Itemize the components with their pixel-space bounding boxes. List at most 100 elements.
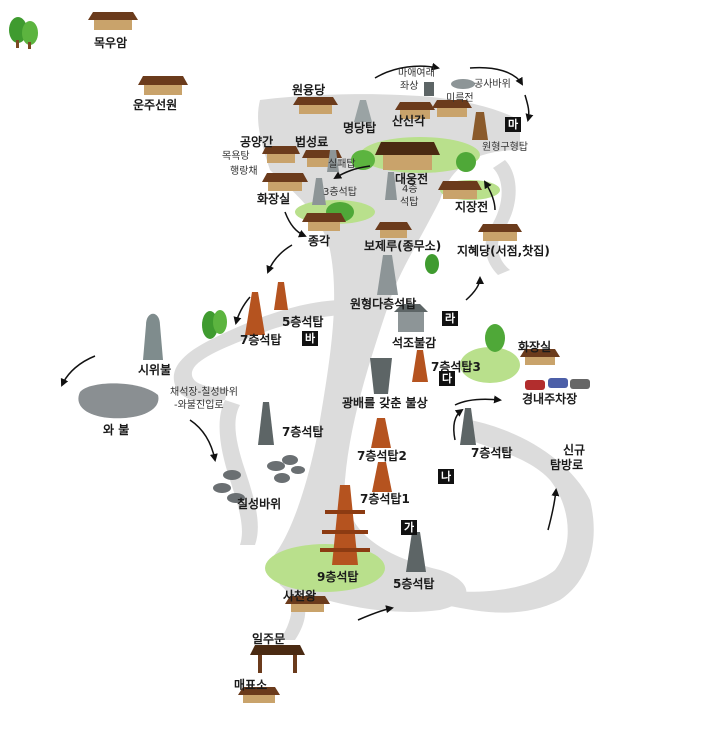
label-singyu-line1[interactable]: 신규 [563, 443, 586, 457]
pagoda-icon-9-story [320, 485, 370, 565]
arrow-icon [465, 276, 484, 301]
marker-ba[interactable]: 바 [302, 331, 318, 346]
label-silpaetap[interactable]: 실패탑 [328, 159, 356, 170]
arrow-icon [524, 94, 534, 122]
pagoda-icon-wonhyeong-gujeung [472, 112, 488, 140]
label-seokhap-5-bottom[interactable]: 5층석탑 [393, 577, 435, 591]
rock-icon-wabul [78, 383, 159, 419]
label-beopseongnyo[interactable]: 법성료 [295, 135, 329, 149]
pagoda-icon-4-story [385, 172, 397, 200]
arrow-icon [483, 180, 496, 211]
label-jihyedang[interactable]: 지혜당(서점,찻집) [457, 244, 550, 258]
pagoda-icon-7-story-ba-1 [245, 292, 265, 335]
marker-na[interactable]: 나 [438, 469, 454, 484]
direction-arrows [60, 62, 560, 621]
building-icon-maepyoso [238, 687, 280, 703]
building-icon-jihyedang [478, 224, 522, 241]
arrow-icon [266, 244, 293, 274]
buildings [88, 12, 560, 703]
stone-objects [78, 79, 475, 503]
label-wonyungdang[interactable]: 원융당 [292, 83, 326, 97]
label-hwajangsil-top[interactable]: 화장실 [257, 192, 291, 206]
label-wonhyeongdacheung[interactable]: 원형다층석탑 [350, 297, 417, 311]
label-seokhap-3[interactable]: 3층석탑 [323, 187, 357, 198]
label-mogyoktang[interactable]: 목욕탕 [222, 151, 250, 162]
marker-ga[interactable]: 가 [401, 520, 417, 535]
label-haengnangchae[interactable]: 행랑채 [230, 166, 258, 177]
tree-icon [425, 254, 439, 274]
marker-ma[interactable]: 마 [505, 117, 521, 132]
label-gongsabawi[interactable]: 공사바위 [474, 79, 511, 90]
label-gwangbae[interactable]: 광배를 갖춘 불상 [342, 396, 428, 410]
label-seokhap-4-line1[interactable]: 4층 [402, 184, 418, 195]
label-seokhap-7-2[interactable]: 7층석탑2 [357, 449, 407, 463]
label-chaeseokjang-line2[interactable]: -와불진입로 [174, 400, 224, 411]
pagoda-icon-wonhyeong-dacheung [377, 255, 398, 295]
label-wabul[interactable]: 와 불 [103, 423, 130, 437]
label-singyu-line2[interactable]: 탐방로 [550, 458, 584, 472]
label-maaeyeorae-line1[interactable]: 마애여래 [398, 68, 435, 79]
pagodas [245, 100, 488, 572]
marker-da[interactable]: 다 [439, 371, 455, 386]
arrow-icon [284, 211, 307, 238]
label-seokhap-7-3[interactable]: 7층석탑3 [431, 360, 481, 374]
pagoda-icon-silpae [327, 150, 339, 172]
label-hwajangsil-right[interactable]: 화장실 [518, 340, 552, 354]
label-maaeyeorae-line2[interactable]: 좌상 [400, 81, 419, 92]
tree-icon [213, 310, 227, 334]
building-icon-gongyanggan [262, 146, 300, 163]
building-icon-haengnangchae [262, 173, 308, 191]
label-daeungjeon[interactable]: 대웅전 [395, 172, 429, 186]
label-bojeru[interactable]: 보제루(종무소) [364, 239, 442, 253]
label-seokhap-7-right[interactable]: 7층석탑 [471, 446, 513, 460]
label-mokuam[interactable]: 목우암 [94, 36, 128, 50]
pagoda-icon-5-story [406, 532, 426, 572]
pagoda-icon-3-story [312, 178, 326, 205]
label-seokhap-7-1[interactable]: 7층석탑1 [360, 492, 410, 506]
label-gongyanggan[interactable]: 공양간 [240, 135, 274, 149]
statue-icon-gwangbae [370, 358, 392, 394]
marker-ra[interactable]: 라 [442, 311, 458, 326]
label-jonggak[interactable]: 종각 [308, 234, 331, 248]
building-icon-mireukjeon [432, 100, 472, 117]
arrow-icon [374, 62, 440, 79]
arrow-icon [333, 165, 371, 180]
label-myeongdangtap[interactable]: 명당탑 [343, 121, 377, 135]
label-siwibul[interactable]: 시위불 [138, 363, 172, 377]
label-chaeseokjang-line1[interactable]: 채석장-칠성바위 [170, 387, 239, 398]
label-gyeongnae-parking[interactable]: 경내주차장 [522, 392, 578, 406]
label-sacheonwang[interactable]: 사천왕 [283, 589, 317, 603]
building-icon-hwajangsil-right [520, 349, 560, 365]
label-seokhap-9[interactable]: 9층석탑 [317, 570, 359, 584]
label-seokhap-4-line2[interactable]: 석탑 [400, 197, 419, 208]
label-mireukjeon[interactable]: 미륵전 [446, 93, 474, 104]
label-jijangjeon[interactable]: 지장전 [455, 200, 489, 214]
pagoda-icon-7-story-3 [412, 350, 428, 382]
building-icon-jijangjeon [438, 181, 482, 199]
statue-icon-siwibul [143, 313, 163, 360]
arrow-icon [189, 419, 218, 462]
label-iljumun[interactable]: 일주문 [252, 632, 286, 646]
label-seokhap-7-mid[interactable]: 7층석탑 [282, 425, 324, 439]
label-unjuseonwon[interactable]: 운주선원 [133, 98, 178, 112]
label-sansingak[interactable]: 산신각 [392, 114, 426, 128]
building-icon-mokuam [88, 12, 138, 30]
building-icon-sacheonwang [285, 596, 330, 612]
label-seokjobulgam[interactable]: 석조불감 [392, 336, 437, 350]
tree-icon [456, 152, 476, 172]
label-maepyoso[interactable]: 매표소 [234, 678, 268, 692]
tree-icon [22, 21, 38, 49]
trees [9, 17, 505, 352]
pagoda-icon-7-story-1 [372, 462, 392, 492]
label-seokhap-5[interactable]: 5층석탑 [282, 315, 324, 329]
statue-icon-maaeyeorae [424, 82, 434, 96]
building-icon-daeungjeon [375, 142, 440, 170]
pagoda-icon-7-story-2 [371, 418, 391, 448]
label-chilseongbawi[interactable]: 칠성바위 [237, 497, 282, 511]
pagoda-icon-7-story-mid [258, 402, 274, 445]
label-seokhap-7-ba[interactable]: 7층석탑 [240, 333, 282, 347]
gate-icon-iljumun [250, 645, 305, 673]
label-wonhyeonggujeungtap[interactable]: 원형구형탑 [482, 142, 528, 153]
building-icon-jonggak [302, 213, 346, 231]
